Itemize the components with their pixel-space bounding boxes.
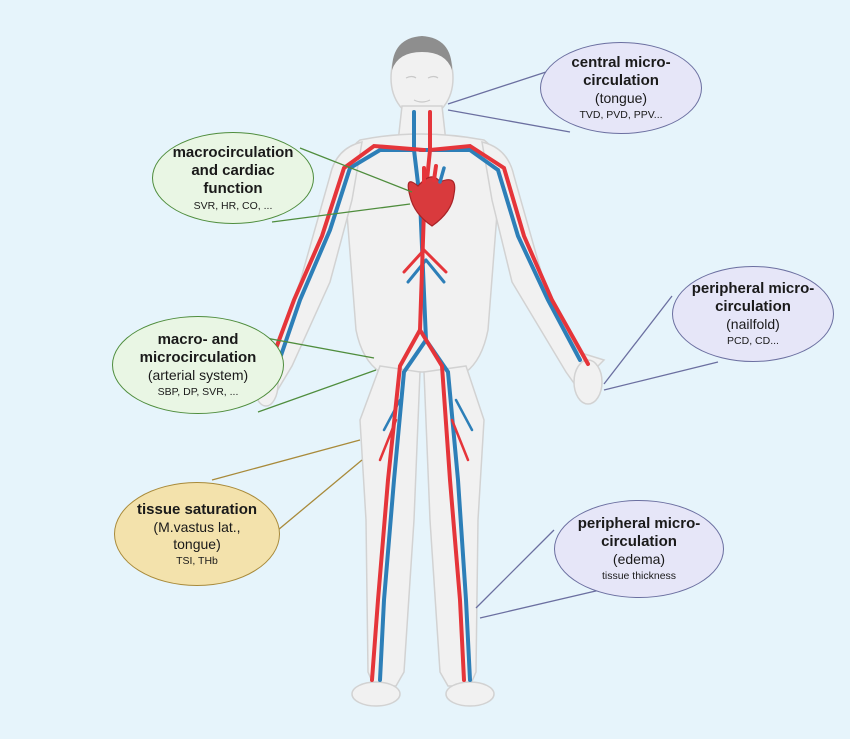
heart-icon xyxy=(407,164,456,227)
macro-cardiac-params: SVR, HR, CO, ... xyxy=(193,199,273,212)
label-central-microcirculation: central micro- circulation (tongue) TVD,… xyxy=(540,42,702,134)
tissue-sub-1: (M.vastus lat., xyxy=(153,518,241,535)
macro-cardiac-title-1: macrocirculation xyxy=(172,143,294,161)
nailfold-title-1: peripheral micro- xyxy=(691,280,815,297)
label-tissue-saturation: tissue saturation (M.vastus lat., tongue… xyxy=(114,482,280,586)
macro-micro-title-2: microcirculation xyxy=(139,349,257,366)
macro-cardiac-title-3: function xyxy=(203,179,263,197)
connector-central-1 xyxy=(447,71,547,105)
macro-micro-sub-1: (arterial system) xyxy=(147,367,249,383)
edema-params: tissue thickness xyxy=(601,570,677,582)
connector-macro-micro-2 xyxy=(257,369,377,413)
connector-macro-cardiac-2 xyxy=(271,203,411,223)
central-sub-1: (tongue) xyxy=(594,90,648,106)
edema-sub-1: (edema) xyxy=(612,551,666,567)
connector-central-2 xyxy=(447,109,571,133)
face-details xyxy=(405,75,439,103)
connector-nailfold-1 xyxy=(603,295,673,385)
macro-micro-params: SBP, DP, SVR, ... xyxy=(157,386,239,398)
tissue-title-1: tissue saturation xyxy=(136,500,258,518)
label-peripheral-edema: peripheral micro- circulation (edema) ti… xyxy=(554,500,724,598)
macro-cardiac-title-2: and cardiac xyxy=(191,161,275,179)
nailfold-params: PCD, CD... xyxy=(727,335,779,347)
connector-edema-1 xyxy=(475,529,555,609)
edema-title-2: circulation xyxy=(601,533,677,550)
connector-tissue-2 xyxy=(277,459,363,531)
central-title-1: central micro- xyxy=(571,54,671,71)
edema-title-1: peripheral micro- xyxy=(577,515,701,532)
tissue-sub-2: tongue) xyxy=(173,535,221,552)
arteries-network xyxy=(266,110,590,682)
label-macrocirculation-cardiac: macrocirculation and cardiac function SV… xyxy=(152,132,314,224)
connector-macro-cardiac-1 xyxy=(299,147,413,193)
connector-edema-2 xyxy=(479,589,601,619)
connector-nailfold-2 xyxy=(603,361,719,391)
central-params: TVD, PVD, PPV... xyxy=(579,109,663,121)
connector-tissue-1 xyxy=(211,439,361,481)
macro-micro-title-1: macro- and xyxy=(157,331,239,348)
central-title-2: circulation xyxy=(583,72,659,89)
label-macro-microcirculation: macro- and microcirculation (arterial sy… xyxy=(112,316,284,414)
tissue-params: TSI, THb xyxy=(176,554,218,567)
hair-icon xyxy=(392,36,452,70)
label-peripheral-nailfold: peripheral micro- circulation (nailfold)… xyxy=(672,266,834,362)
nailfold-title-2: circulation xyxy=(715,298,791,315)
nailfold-sub-1: (nailfold) xyxy=(726,316,780,332)
